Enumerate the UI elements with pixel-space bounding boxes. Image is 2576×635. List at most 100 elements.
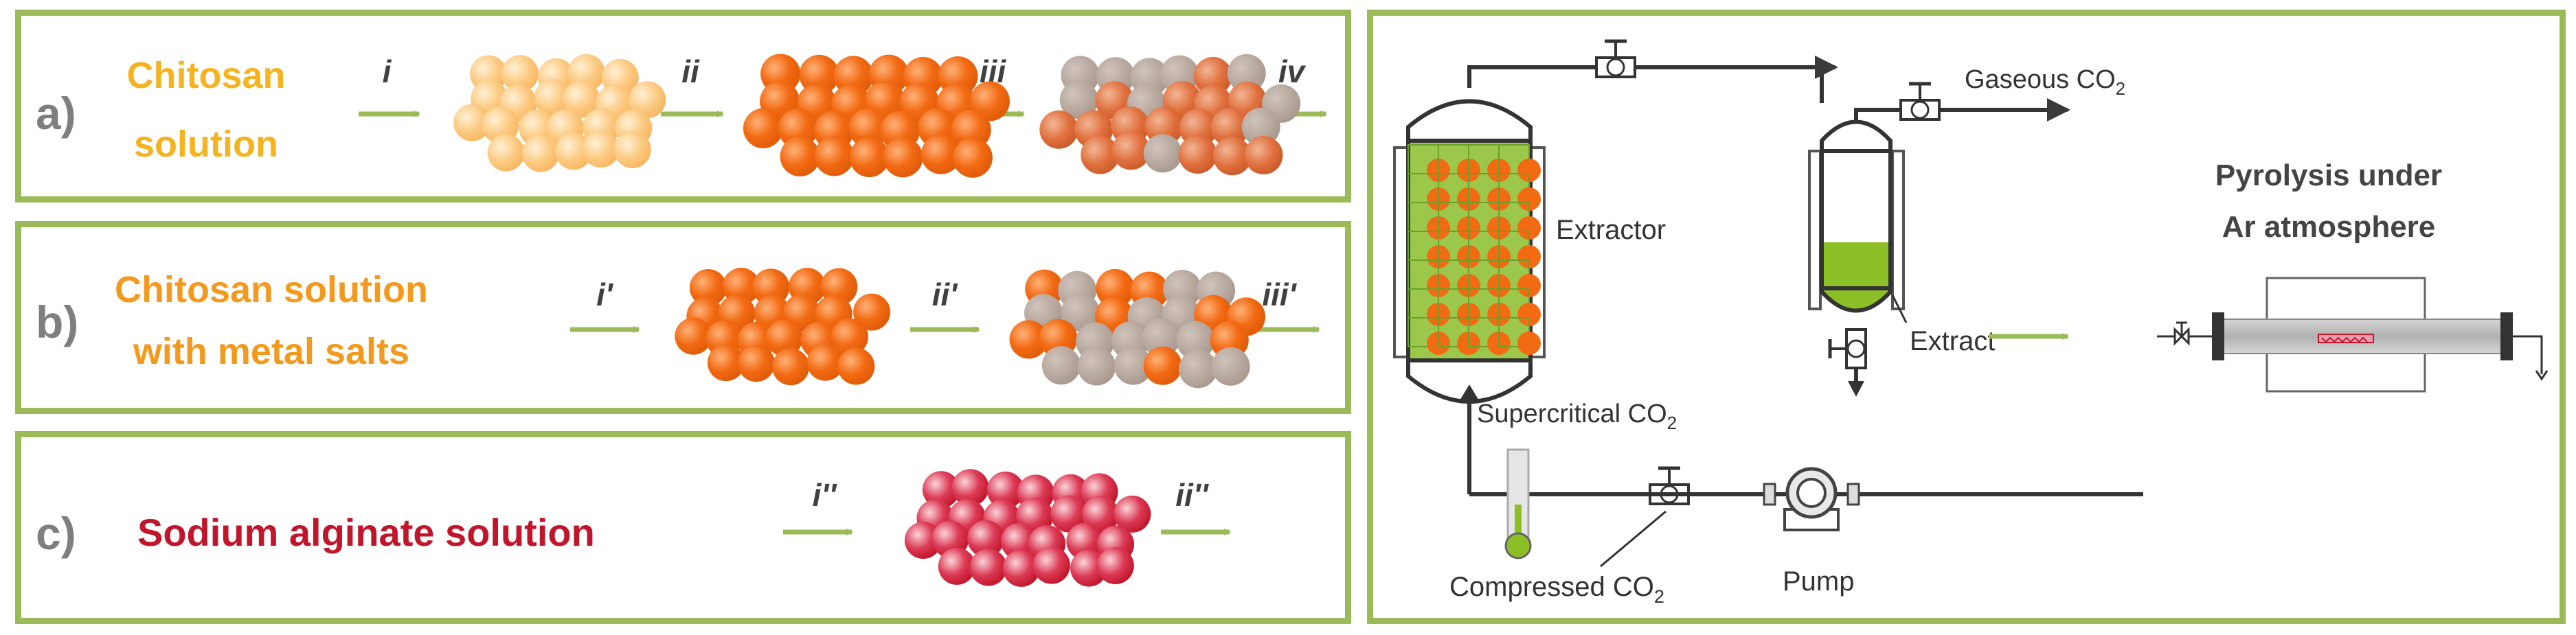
bead — [848, 108, 889, 148]
bead — [1212, 137, 1252, 176]
valve-top-icon — [1595, 39, 1636, 78]
bead — [752, 268, 790, 306]
bead — [938, 547, 975, 585]
row-a-letter: a) — [36, 88, 76, 139]
bead — [853, 293, 891, 331]
bead — [1082, 496, 1120, 533]
row-a-label-line2: solution — [134, 124, 278, 165]
row-a-step-4: iv — [1278, 54, 1307, 89]
bead — [1210, 108, 1250, 147]
valve-drain-icon — [1828, 328, 1867, 369]
bead — [1061, 292, 1100, 332]
bead — [1176, 321, 1215, 360]
bead — [920, 134, 961, 174]
bead — [689, 269, 727, 307]
extract-label: Extract — [1910, 326, 1995, 356]
bead — [1070, 549, 1108, 587]
drain-arrow — [1848, 381, 1864, 397]
bead — [1002, 549, 1040, 587]
bead — [1517, 187, 1541, 211]
bead — [833, 56, 874, 96]
bead — [707, 344, 745, 382]
bead — [554, 132, 592, 170]
bead — [582, 130, 620, 168]
row-b-label-line1: Chitosan solution — [115, 269, 428, 310]
bead — [1096, 547, 1134, 585]
bead — [1227, 54, 1266, 93]
bead-cluster-a3 — [1039, 54, 1301, 176]
bead-cluster-a1 — [453, 54, 666, 172]
row-b-step-1: i' — [596, 277, 614, 312]
pyrolysis-label-line1: Pyrolysis under — [2215, 159, 2442, 192]
extractor-label: Extractor — [1556, 215, 1666, 245]
bead — [1001, 522, 1039, 560]
bead — [1241, 107, 1280, 146]
bead-cluster-b2 — [1009, 268, 1266, 389]
bead — [969, 549, 1007, 586]
bead-cluster-a2 — [743, 54, 1010, 178]
compressed-co2-label: Compressed CO2 — [1449, 572, 1664, 607]
row-b-step-2: ii' — [932, 277, 959, 312]
bead — [743, 108, 783, 148]
row-c-step-2: ii'' — [1175, 477, 1209, 513]
bead — [1032, 546, 1070, 584]
bead — [1009, 320, 1048, 359]
bead — [1143, 134, 1182, 173]
bead — [1517, 245, 1541, 268]
bead — [922, 471, 960, 509]
row-b-letter: b) — [36, 297, 78, 347]
bead — [1050, 495, 1088, 533]
row-c-label-line1: Sodium alginate solution — [137, 511, 595, 554]
bead — [1179, 349, 1218, 389]
extractor-vessel-icon — [1393, 99, 1546, 404]
bead — [849, 137, 890, 178]
bead — [453, 104, 491, 141]
pump-icon — [1763, 467, 1860, 531]
bead — [1096, 268, 1135, 308]
pyrolysis-label-line2: Ar atmosphere — [2222, 210, 2436, 244]
gaseous-co2-label: Gaseous CO2 — [1965, 65, 2125, 99]
bead — [1211, 347, 1250, 386]
compressed-leader — [1600, 510, 1667, 568]
bead — [675, 317, 712, 355]
furnace-icon — [2157, 277, 2549, 393]
bead — [814, 136, 855, 176]
separator-vessel-icon — [1808, 119, 1905, 313]
bead — [482, 106, 519, 144]
valve-gas-outlet-icon — [1899, 82, 1941, 121]
bead — [1178, 135, 1217, 174]
supply-arrow — [1459, 384, 1480, 402]
bead — [1077, 347, 1116, 386]
bead — [904, 522, 942, 559]
bead — [737, 345, 775, 382]
top-pipe — [1467, 65, 1824, 103]
bead — [1081, 135, 1120, 174]
bead — [952, 137, 993, 178]
bead — [883, 137, 923, 178]
bead — [1039, 110, 1078, 149]
bead — [1517, 274, 1541, 297]
bead — [613, 131, 651, 169]
bead — [951, 110, 991, 150]
row-a-step-1: i — [383, 54, 392, 89]
bead — [1114, 495, 1151, 533]
row-c-step-1: i'' — [813, 477, 838, 513]
bead — [629, 81, 666, 119]
bead — [1244, 136, 1283, 175]
bead — [837, 347, 875, 385]
bead — [765, 319, 803, 357]
valve-supply-icon — [1649, 466, 1690, 505]
supercritical-co2-label: Supercritical CO2 — [1477, 400, 1677, 433]
bead-cluster-c1 — [904, 469, 1151, 587]
bead — [1142, 318, 1181, 357]
bead — [1041, 346, 1081, 385]
bead — [1144, 106, 1184, 146]
bead — [1517, 332, 1541, 355]
bead — [1517, 159, 1541, 182]
bead — [806, 343, 844, 381]
extract-leader — [1891, 295, 1908, 323]
bead — [951, 469, 989, 507]
pump-label: Pump — [1783, 566, 1855, 597]
bead — [1114, 346, 1153, 385]
